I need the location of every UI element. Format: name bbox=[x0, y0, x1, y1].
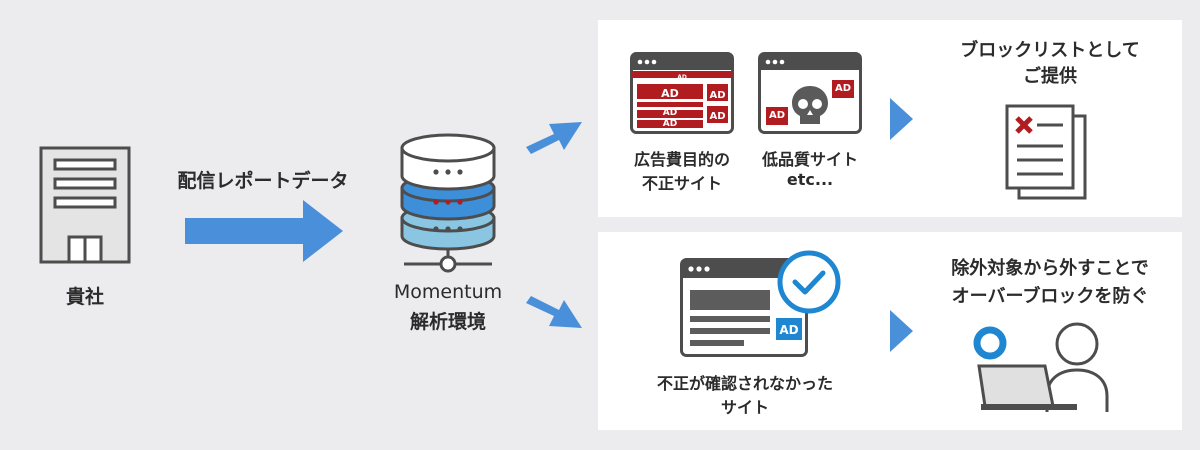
ad-label: AD bbox=[662, 119, 678, 129]
blocklist-result-line2: ご提供 bbox=[1023, 66, 1077, 87]
exclusion-result-line2: オーバーブロックを防ぐ bbox=[951, 286, 1149, 307]
ad-label: AD bbox=[834, 83, 852, 94]
ad-label: AD bbox=[662, 108, 678, 118]
ad-fraud-site-label-line2: 不正サイト bbox=[641, 174, 722, 193]
server-subtitle: 解析環境 bbox=[409, 311, 486, 333]
ad-banner-label: AD bbox=[677, 74, 687, 81]
verified-site-browser-icon bbox=[680, 258, 810, 358]
server-name: Momentum bbox=[393, 281, 503, 303]
chevron-right-icon bbox=[890, 98, 914, 140]
ad-label: AD bbox=[661, 87, 679, 100]
ad-label: AD bbox=[709, 111, 726, 122]
chevron-right-icon bbox=[890, 310, 914, 352]
ad-label: AD bbox=[779, 323, 799, 337]
arrow-up-right-icon bbox=[524, 110, 584, 160]
blocklist-document-icon bbox=[1005, 104, 1089, 200]
report-data-label: 配信レポートデータ bbox=[177, 170, 349, 192]
blocklist-result-line1: ブロックリストとして bbox=[960, 40, 1140, 61]
checkmark-circle-icon bbox=[776, 249, 842, 315]
ad-label: AD bbox=[709, 90, 726, 101]
arrow-down-right-icon bbox=[524, 290, 584, 340]
unverified-site-label-line2: サイト bbox=[720, 398, 769, 417]
database-server-icon bbox=[398, 130, 498, 276]
unverified-site-label-line1: 不正が確認されなかった bbox=[656, 374, 833, 393]
ad-label: AD bbox=[768, 110, 786, 121]
low-quality-site-label-line2: etc... bbox=[786, 170, 834, 189]
person-with-laptop-icon bbox=[965, 318, 1115, 414]
exclusion-result-line1: 除外対象から外すことで bbox=[951, 258, 1149, 279]
company-building-icon bbox=[38, 145, 132, 265]
company-label: 貴社 bbox=[65, 286, 104, 308]
ad-fraud-site-label-line1: 広告費目的の bbox=[633, 150, 730, 169]
ad-fraud-site-browser-icon bbox=[630, 52, 734, 134]
low-quality-site-label-line1: 低品質サイト bbox=[761, 150, 858, 169]
skull-icon bbox=[790, 84, 830, 126]
right-arrow-icon bbox=[185, 200, 345, 262]
